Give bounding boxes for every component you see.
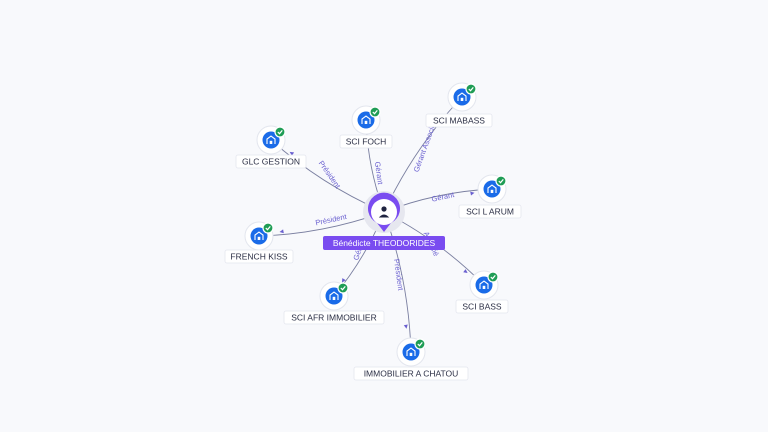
role-label-sci-foch: Gérant [373, 161, 385, 186]
role-label-french-kiss: Président [315, 212, 349, 228]
building-icon [487, 184, 497, 193]
role-label-immobilier-a-chatou: Président [392, 258, 405, 292]
company-name-french-kiss: FRENCH KISS [230, 252, 287, 262]
check-badge-icon [465, 83, 477, 95]
company-label-box [224, 249, 294, 264]
building-icon [406, 347, 416, 356]
edge-arrow-french-kiss [279, 229, 284, 234]
company-node-glc-gestion[interactable]: GLC GESTION [235, 125, 307, 169]
edge-arrow-sci-afr-immobilier [341, 278, 346, 283]
check-badge-icon [337, 282, 349, 294]
building-icon [361, 115, 371, 124]
person-icon [378, 206, 390, 218]
node-circle [402, 343, 420, 361]
company-label-box [283, 310, 385, 325]
company-name-sci-afr-immobilier: SCI AFR IMMOBILIER [291, 313, 377, 323]
check-badge-icon [487, 271, 499, 283]
company-node-sci-foch[interactable]: SCI FOCH [339, 105, 393, 149]
person-pin-inner [371, 199, 397, 225]
company-label-box [455, 299, 509, 314]
nodes-layer: SCI FOCH SCI MABASS GLC GESTION SCI L ARUM F… [224, 82, 522, 381]
building-icon [266, 135, 276, 144]
role-label-glc-gestion: Président [317, 159, 343, 191]
company-name-sci-bass: SCI BASS [462, 302, 502, 312]
company-label-box [458, 204, 522, 219]
company-node-sci-bass[interactable]: SCI BASS [455, 270, 509, 314]
building-icon [479, 280, 489, 289]
company-name-sci-l-arum: SCI L ARUM [466, 207, 514, 217]
edge-arrow-glc-gestion [289, 151, 295, 156]
node-circle [250, 227, 268, 245]
company-name-sci-foch: SCI FOCH [346, 137, 387, 147]
check-badge-icon [262, 222, 274, 234]
company-node-french-kiss[interactable]: FRENCH KISS [224, 221, 294, 264]
role-label-sci-l-arum: Gérant [431, 190, 456, 204]
node-circle [453, 88, 471, 106]
check-badge-icon [414, 338, 426, 350]
node-circle [262, 131, 280, 149]
company-label-box [353, 366, 469, 381]
edge-arrow-sci-l-arum [470, 191, 475, 196]
check-badge-icon [369, 106, 381, 118]
company-name-glc-gestion: GLC GESTION [242, 157, 300, 167]
node-circle [325, 287, 343, 305]
company-label-box [425, 113, 493, 128]
company-node-sci-afr-immobilier[interactable]: SCI AFR IMMOBILIER [283, 281, 385, 325]
edge-arrow-sci-bass [463, 269, 468, 274]
check-badge-icon [495, 175, 507, 187]
person-name-badge [323, 236, 445, 250]
person-name: Bénédicte THEODORIDES [333, 238, 436, 248]
edge-arrow-immobilier-a-chatou [403, 324, 408, 329]
building-icon [329, 291, 339, 300]
check-badge-icon [274, 126, 286, 138]
building-icon [457, 92, 467, 101]
company-name-sci-mabass: SCI MABASS [433, 116, 485, 126]
company-node-immobilier-a-chatou[interactable]: IMMOBILIER A CHATOU [353, 337, 469, 381]
role-label-sci-mabass: Gérant Associé [412, 122, 438, 173]
company-label-box [339, 134, 393, 149]
company-name-immobilier-a-chatou: IMMOBILIER A CHATOU [364, 369, 459, 379]
node-circle [357, 111, 375, 129]
company-label-box [235, 154, 307, 169]
center-node[interactable]: Bénédicte THEODORIDES [323, 191, 445, 250]
building-icon [254, 231, 264, 240]
company-node-sci-mabass[interactable]: SCI MABASS [425, 82, 493, 128]
node-circle [483, 180, 501, 198]
node-circle [475, 276, 493, 294]
company-node-sci-l-arum[interactable]: SCI L ARUM [458, 174, 522, 219]
